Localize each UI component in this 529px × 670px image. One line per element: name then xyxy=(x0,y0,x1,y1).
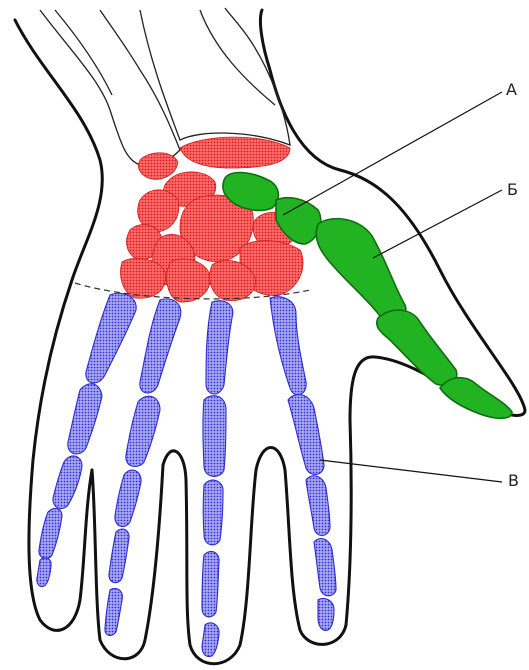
thumb-metacarpal xyxy=(316,219,406,319)
thumb-bones xyxy=(223,173,512,419)
thumb-distal-phalanx xyxy=(440,378,512,419)
carpal-ulna-end xyxy=(138,153,178,179)
carpal-base-2 xyxy=(167,259,210,302)
label-a: А xyxy=(506,80,517,99)
carpal-radius-end xyxy=(180,137,290,168)
pointer-line-a xyxy=(283,92,502,215)
pointer-line-c xyxy=(320,460,502,482)
middle-finger-bones xyxy=(202,301,233,657)
carpal-base-1 xyxy=(121,258,166,298)
thumb-proximal-phalanx xyxy=(377,310,457,385)
index-finger-bones xyxy=(270,297,336,631)
label-c: В xyxy=(508,471,519,490)
label-b: Б xyxy=(507,180,518,199)
hand-outline xyxy=(15,10,525,664)
